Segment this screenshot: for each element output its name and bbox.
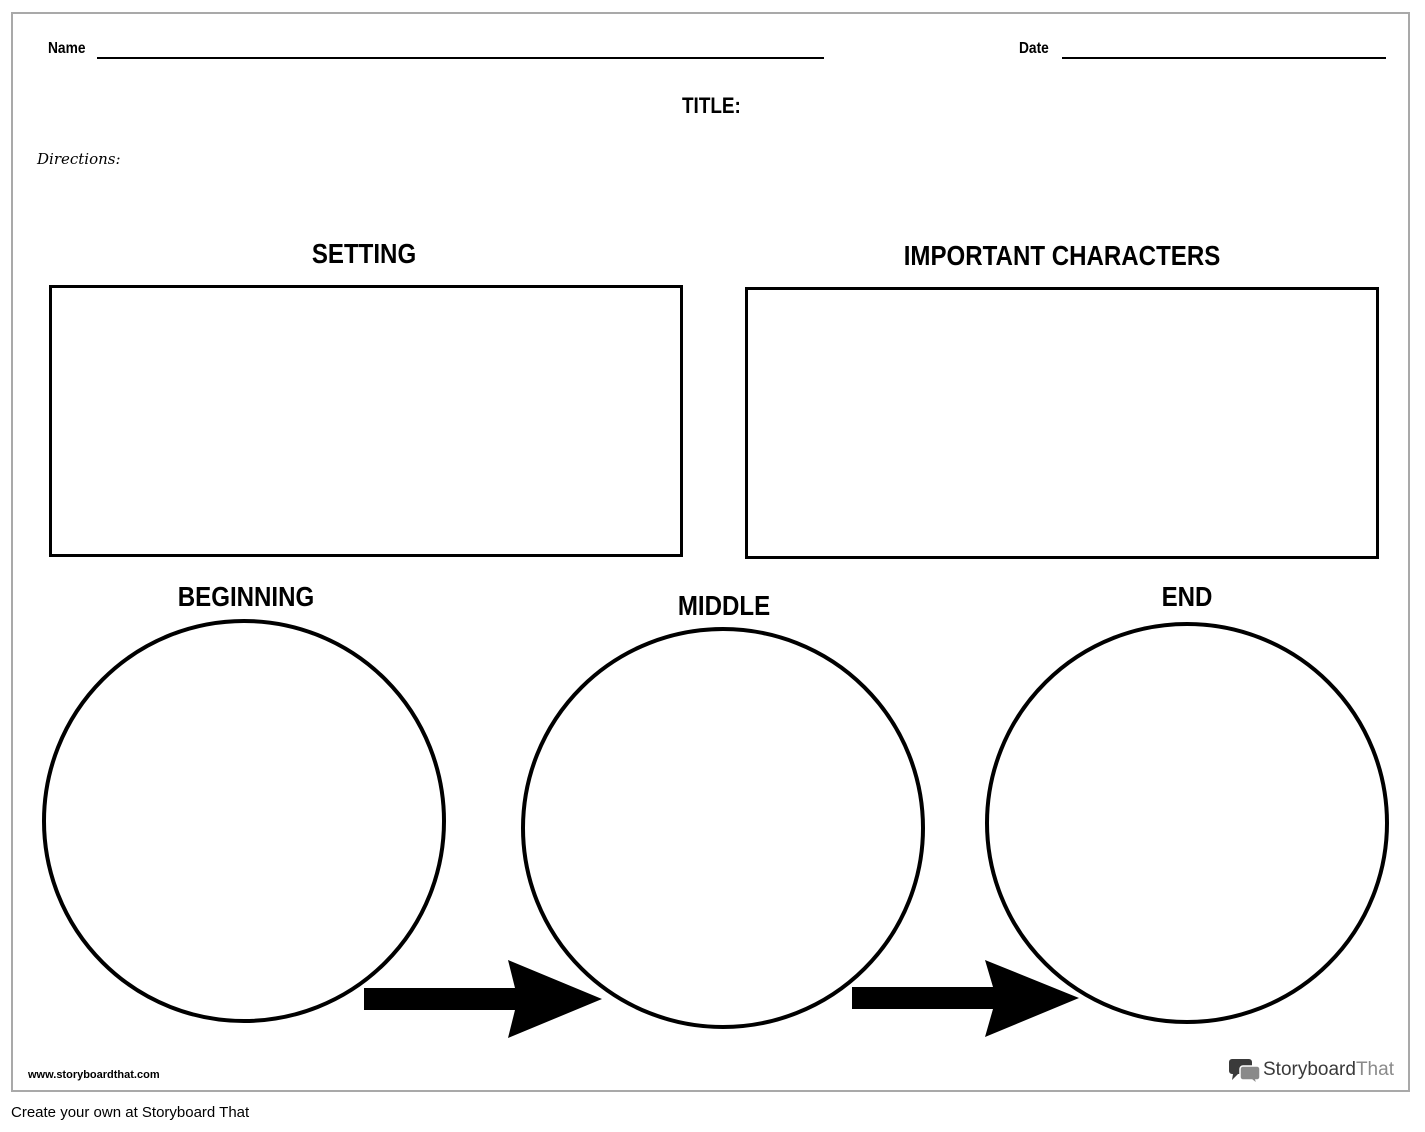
arrow-right-icon [852, 960, 1079, 1037]
footer-url: www.storyboardthat.com [28, 1069, 160, 1081]
brand-name-part1: Storyboard [1263, 1059, 1356, 1080]
name-label: Name [48, 40, 86, 57]
brand-name-part2: That [1355, 1059, 1394, 1080]
plot-diagram [42, 619, 1389, 1038]
beginning-heading: BEGINNING [177, 581, 315, 612]
directions-label: Directions: [37, 150, 121, 168]
name-write-line[interactable] [97, 57, 824, 59]
end-heading: END [1161, 581, 1213, 612]
arrow-right-icon [364, 960, 602, 1038]
speech-bubbles-icon [1229, 1059, 1261, 1084]
setting-box[interactable] [49, 285, 683, 557]
middle-circle[interactable] [521, 627, 925, 1029]
brand-name: StoryboardThat [1263, 1059, 1394, 1081]
middle-heading: MIDDLE [677, 590, 771, 621]
create-your-own-caption[interactable]: Create your own at Storyboard That [11, 1104, 250, 1121]
date-write-line[interactable] [1062, 57, 1386, 59]
beginning-circle[interactable] [42, 619, 446, 1023]
setting-heading: SETTING [311, 238, 417, 269]
end-circle[interactable] [985, 622, 1389, 1024]
important-characters-heading: IMPORTANT CHARACTERS [903, 240, 1221, 271]
date-label: Date [1019, 40, 1049, 57]
worksheet: Name Date TITLE: Directions: SETTING IMP… [11, 12, 1410, 1092]
important-characters-box[interactable] [745, 287, 1379, 559]
title-label: TITLE: [682, 93, 741, 118]
